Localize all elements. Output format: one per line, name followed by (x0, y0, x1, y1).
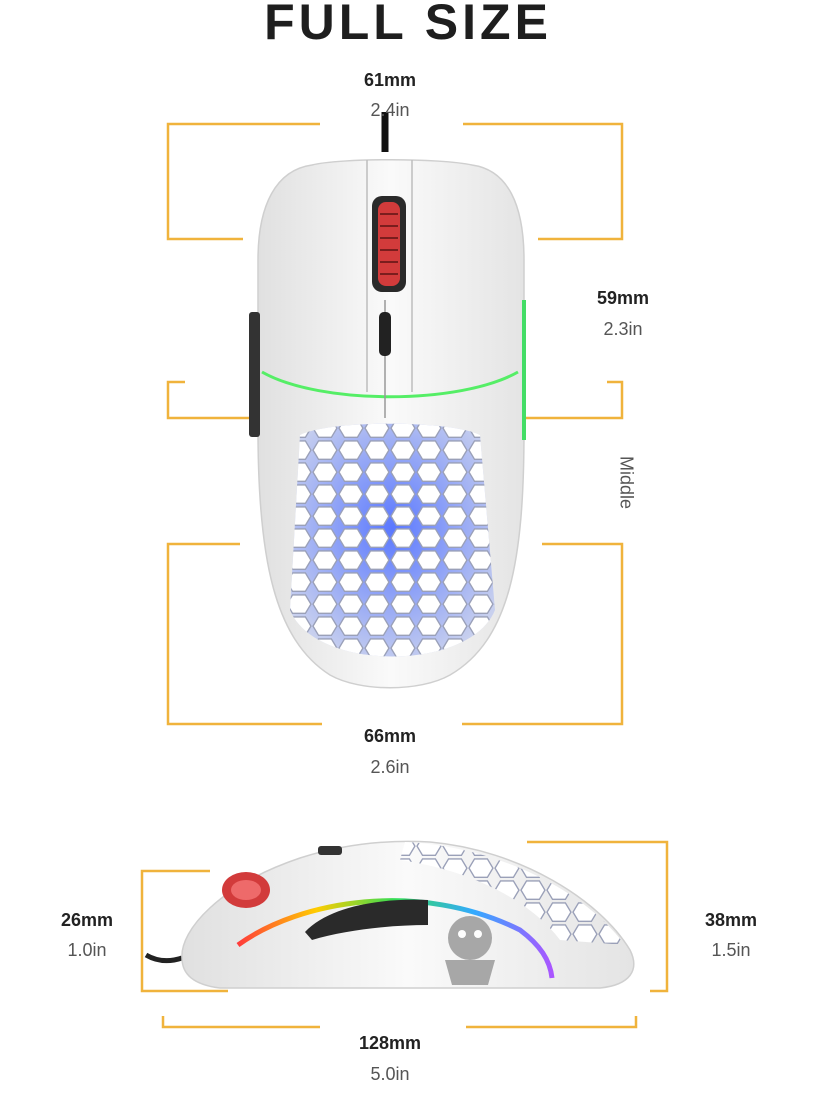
width-mm-label: 61mm (363, 70, 417, 90)
middle-bracket-right (512, 380, 624, 420)
width-in-label: 2.4in (370, 100, 410, 120)
length-side-mm-label: 128mm (358, 1033, 422, 1053)
mouse-top-view (249, 112, 526, 689)
base-bracket-right (462, 542, 624, 726)
mouse-side-view (144, 840, 635, 989)
width-bracket-left (166, 122, 320, 241)
length-bracket-left (161, 1016, 320, 1029)
middle-bracket-left (166, 380, 268, 420)
front-height-in-label: 1.0in (67, 940, 107, 960)
length-side-in-label: 5.0in (370, 1064, 410, 1084)
base-width-mm-label: 66mm (363, 726, 417, 746)
base-width-in-label: 2.6in (370, 757, 410, 777)
length-in-label: 2.3in (603, 319, 643, 339)
front-height-bracket (140, 869, 228, 993)
length-mm-label: 59mm (596, 288, 650, 308)
brand-logo (445, 916, 495, 985)
page-title: FULL SIZE (264, 0, 552, 50)
rear-height-mm-label: 38mm (704, 910, 758, 930)
rear-height-in-label: 1.5in (711, 940, 751, 960)
base-bracket-left (166, 542, 322, 726)
length-bracket-right (466, 1016, 638, 1029)
rear-height-bracket (527, 840, 669, 993)
front-height-mm-label: 26mm (60, 910, 114, 930)
width-bracket-right (463, 122, 624, 241)
grip-position-label: Middle (616, 455, 637, 510)
